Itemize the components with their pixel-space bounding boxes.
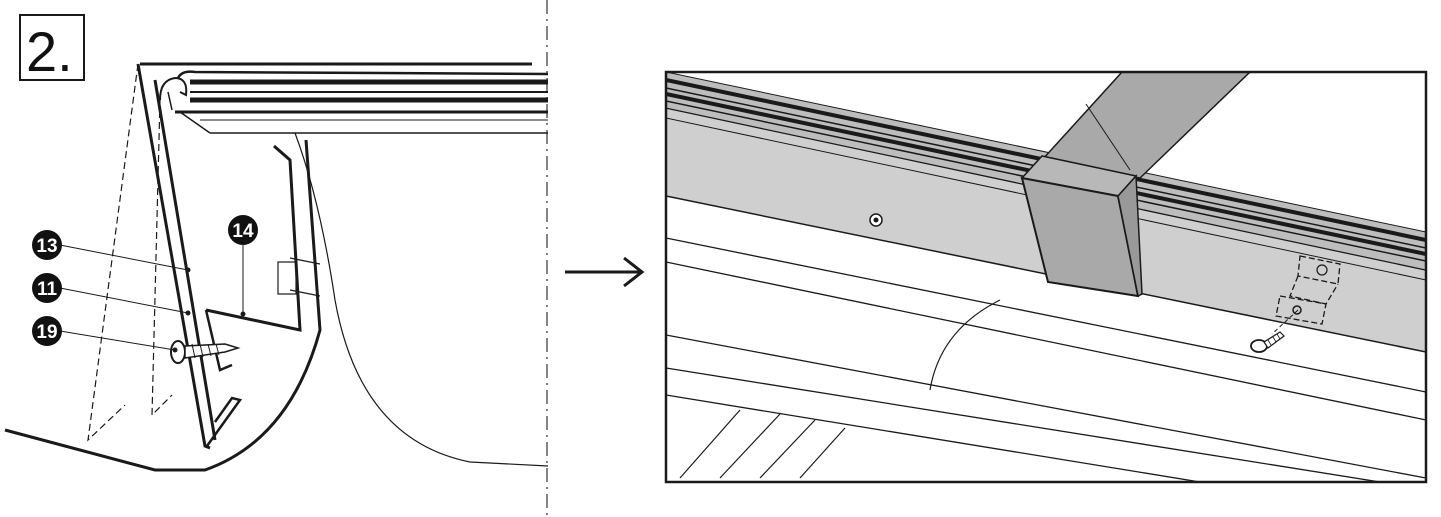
callout-13: 13 [32,230,62,260]
hidden-bracket-icon [1275,255,1341,325]
svg-text:11: 11 [37,279,58,300]
screw-icon [170,340,241,364]
panel-screw-icon [869,213,883,227]
svg-text:19: 19 [36,322,57,343]
step-number-box: 2. [19,14,85,83]
leader-lines [59,244,246,353]
screw-icon [1250,305,1302,353]
hidden-lines [87,63,173,442]
detail-view [664,70,1428,484]
callout-11: 11 [32,273,62,303]
section-view: 2. [4,0,549,517]
end-cap [1020,155,1143,298]
gutter-profile [4,63,549,472]
rafter [1040,72,1252,179]
top-profile [140,62,549,134]
detail-frame [664,70,1428,484]
bracket-icon [277,257,321,297]
callout-19: 19 [32,316,62,346]
svg-text:14: 14 [232,221,254,242]
right-arrow-icon [565,256,645,288]
callout-14: 14 [228,215,258,245]
step-number: 2. [26,20,73,83]
svg-text:13: 13 [36,236,57,257]
